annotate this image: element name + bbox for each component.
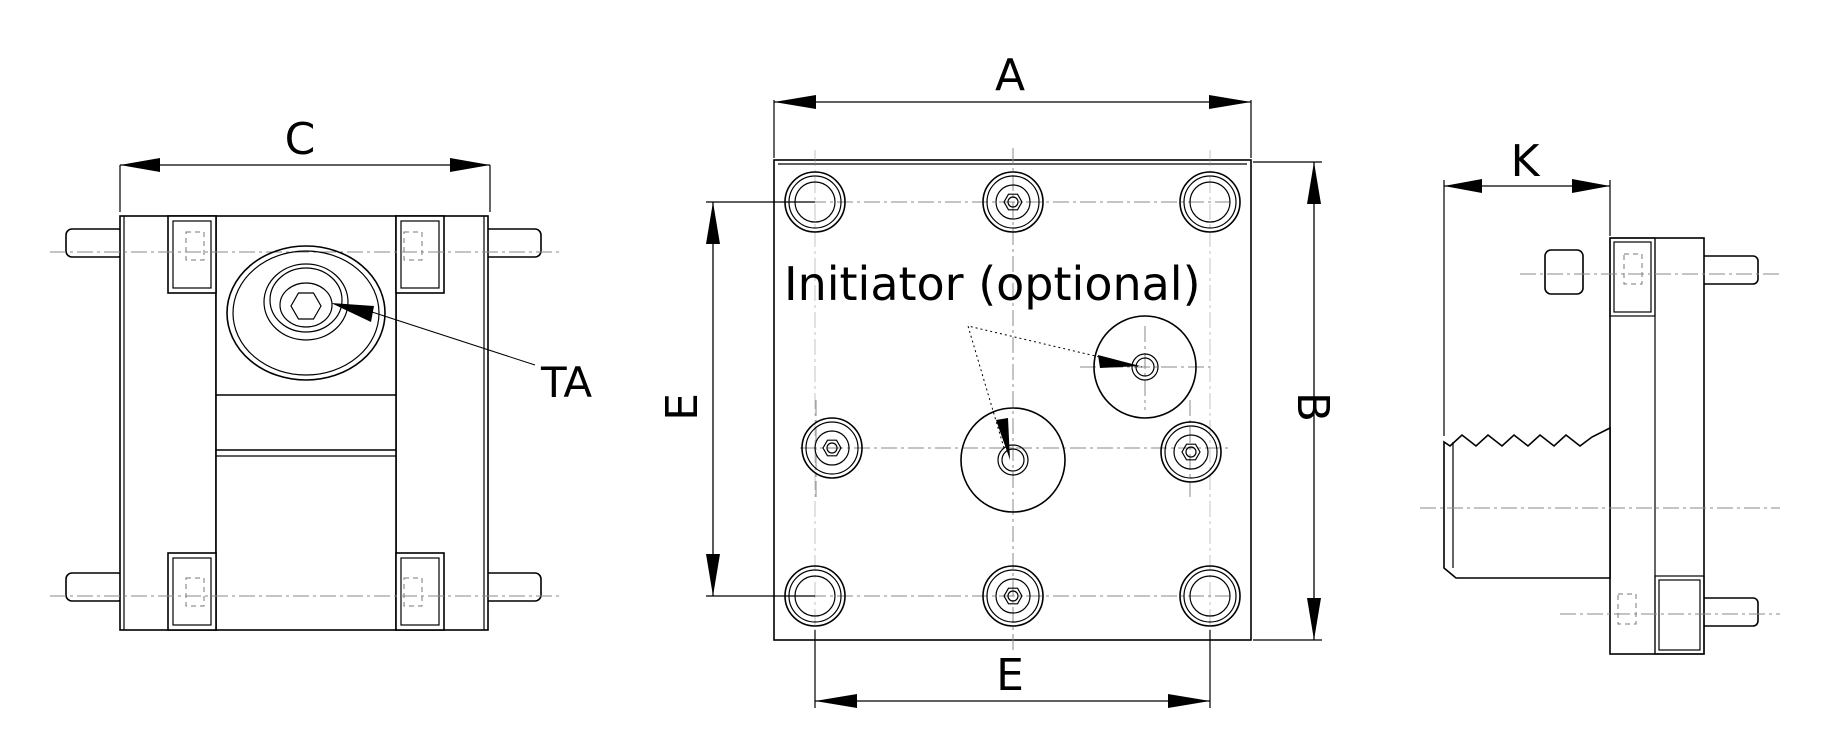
label-e-horizontal: E (996, 650, 1024, 701)
pin-top-left (65, 228, 125, 258)
initiator-bore-center (960, 407, 1066, 513)
label-a: A (995, 50, 1025, 101)
initiator-bore-upper-right (1093, 315, 1197, 419)
pin-side-top (1544, 249, 1584, 295)
pin-side-right-top (1699, 255, 1759, 285)
left-view (50, 158, 560, 631)
label-k: K (1511, 136, 1541, 187)
label-c: C (285, 114, 316, 165)
serrated-body (1443, 426, 1611, 579)
right-view (1420, 179, 1780, 655)
pin-side-right-bottom (1699, 597, 1759, 627)
label-initiator: Initiator (optional) (784, 257, 1201, 311)
ta-leader (371, 311, 536, 366)
center-view (706, 95, 1322, 708)
label-e-vertical: E (657, 393, 708, 421)
label-b: B (1287, 392, 1338, 422)
center-body (215, 215, 397, 631)
pin-bottom-right (482, 572, 542, 602)
label-ta: TA (540, 358, 592, 407)
initiator-leader (967, 325, 1143, 449)
side-plate (1609, 237, 1705, 655)
pin-top-right (482, 228, 542, 258)
pin-bottom-left (65, 572, 125, 602)
ta-recess (226, 245, 386, 381)
hex-socket-icon (290, 292, 322, 320)
